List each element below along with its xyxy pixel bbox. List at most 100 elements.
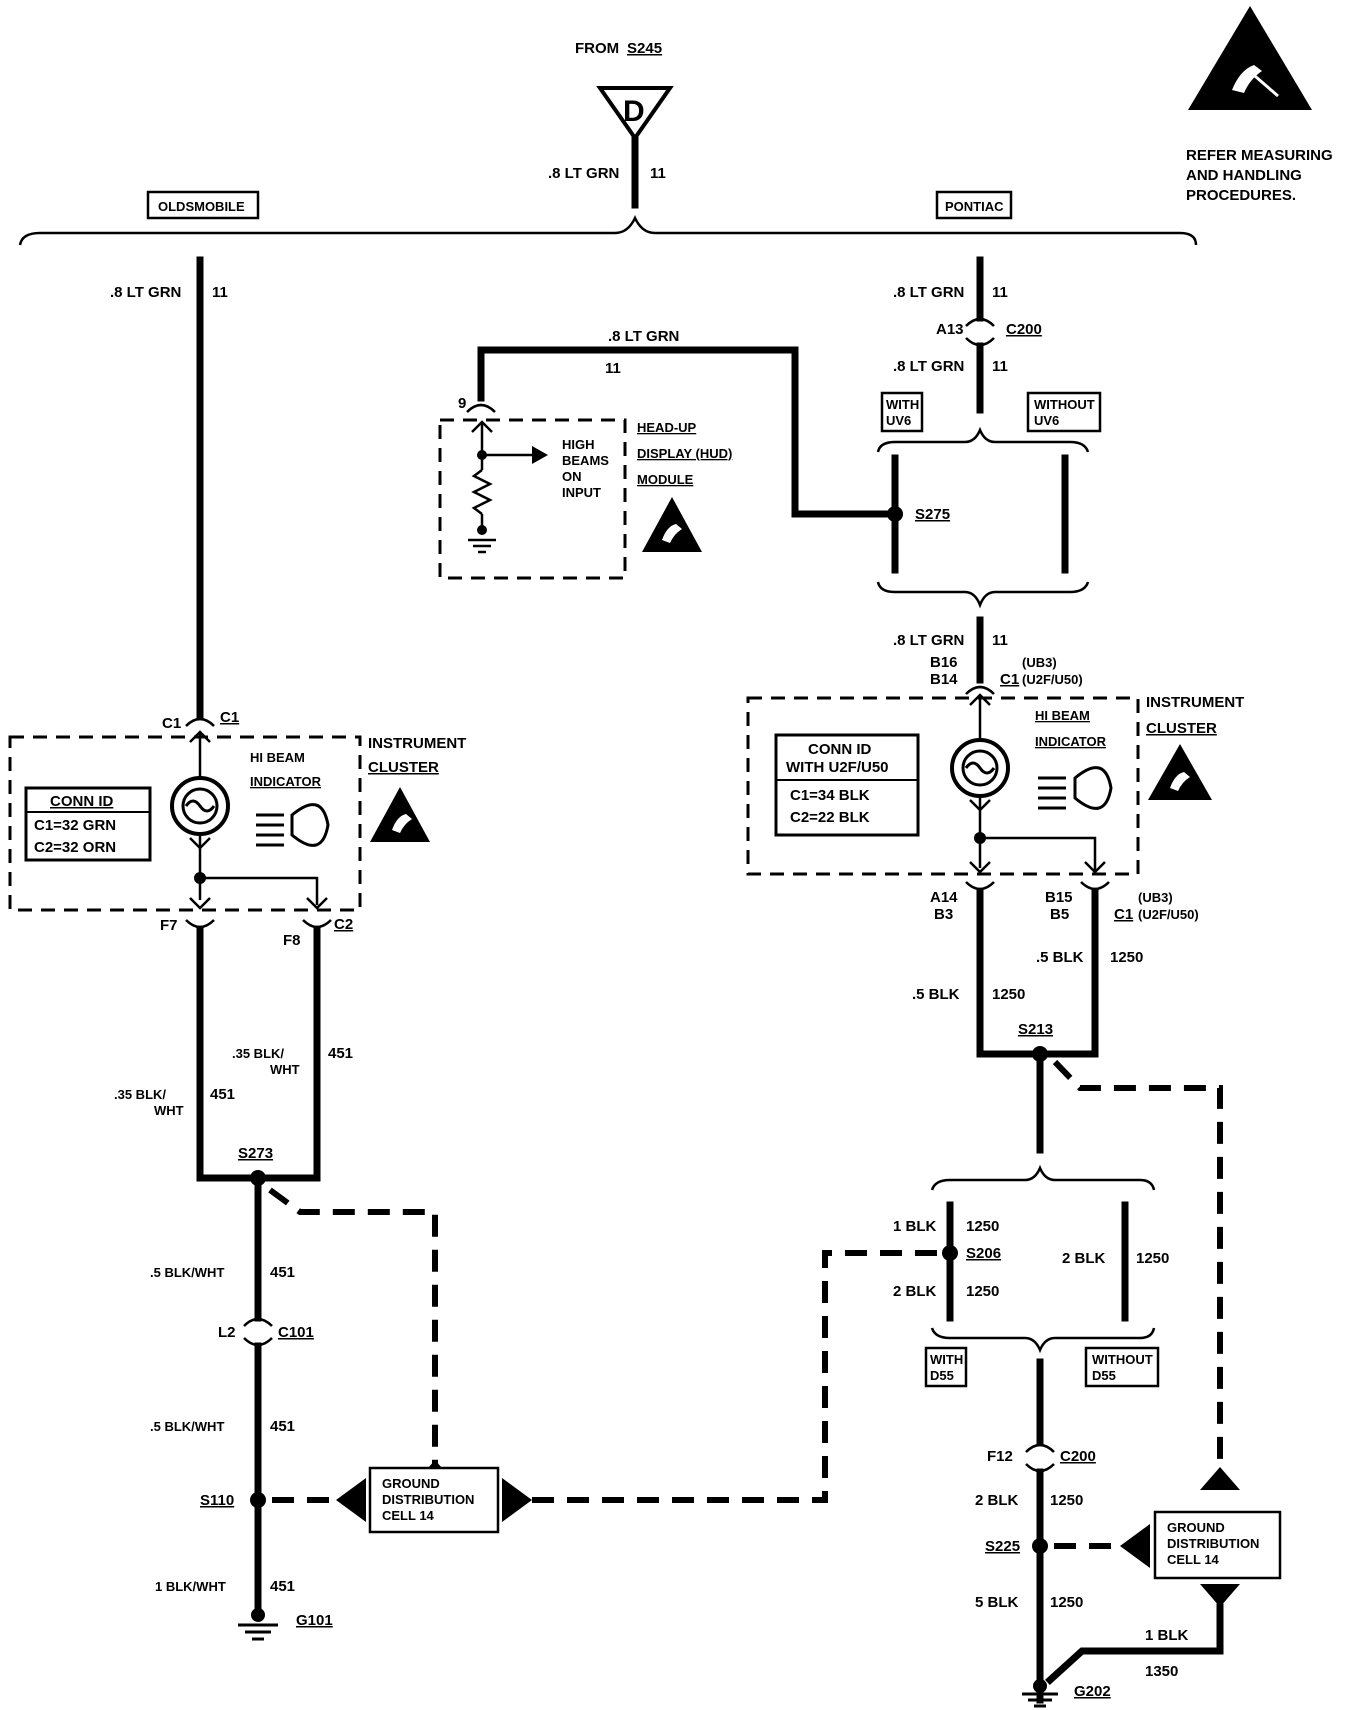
right-conn-out-opt1: (UB3) xyxy=(1138,890,1173,905)
right-cluster-label2: CLUSTER xyxy=(1146,720,1217,737)
opt-with-uv6-box xyxy=(880,391,924,433)
right-conn-in-opt2: (U2F/U50) xyxy=(1022,672,1083,687)
d55-option-brace-top xyxy=(930,1164,1156,1191)
splice-s275-dot xyxy=(887,506,903,522)
wire-top-gauge: .8 LT GRN xyxy=(548,165,619,182)
ground-dist-right-line3: CELL 14 xyxy=(1167,1552,1220,1567)
left-pin-f8-arrow xyxy=(306,897,328,910)
right-wire-c200-circuit: 1250 xyxy=(1050,1492,1083,1509)
left-wire-f8-circuit: 451 xyxy=(328,1045,353,1062)
right-wire-g202-gauge: 5 BLK xyxy=(975,1594,1019,1611)
right-conn-out-right-pin1: B15 xyxy=(1045,889,1073,906)
left-conn-c1-symbol xyxy=(185,717,215,727)
left-wire-f7-circuit: 451 xyxy=(210,1086,235,1103)
right-conn-out-right-pin2: B5 xyxy=(1050,906,1069,923)
right-wire-alt-gauge: 2 BLK xyxy=(1062,1250,1106,1267)
left-conn-c1-pin: C1 xyxy=(162,715,181,732)
right-conn-id-box xyxy=(774,733,920,837)
opt-without-uv6-line2: UV6 xyxy=(1034,413,1059,428)
right-wire-mid-circuit: 11 xyxy=(992,358,1008,375)
variant-right-label: PONTIAC xyxy=(945,199,1004,214)
hud-module-label2: DISPLAY (HUD) xyxy=(637,446,732,461)
right-conn-in-pin2: B14 xyxy=(930,671,958,688)
right-conn-id-title2: WITH U2F/U50 xyxy=(786,759,889,776)
left-wire-top-gauge: .8 LT GRN xyxy=(110,284,181,301)
right-wire-s206b-gauge: 2 BLK xyxy=(893,1283,937,1300)
left-wire-b-gauge: .5 BLK/WHT xyxy=(150,1419,224,1434)
variant-left-label: OLDSMOBILE xyxy=(158,199,245,214)
source-triangle xyxy=(596,86,674,142)
opt-with-uv6-line1: WITH xyxy=(886,397,919,412)
right-wire-alt-circuit: 1250 xyxy=(1136,1250,1169,1267)
ground-dist-right-line1: GROUND xyxy=(1167,1520,1225,1535)
right-conn-c200b-top xyxy=(1025,1443,1055,1453)
gd-right-arrow-top xyxy=(1200,1467,1240,1490)
right-pin-b15-arrow xyxy=(1084,861,1106,874)
left-dashed-ground-1 xyxy=(268,1187,438,1475)
ground-dist-right-box xyxy=(1153,1510,1282,1580)
left-conn-f7-symbol xyxy=(185,919,215,929)
right-conn-id-c2: C2=22 BLK xyxy=(790,809,870,826)
right-wire-b5-gauge: .5 BLK xyxy=(1036,949,1084,966)
hud-module-box xyxy=(438,418,627,580)
right-conn-c200-top xyxy=(965,317,995,327)
left-indicator-label2: INDICATOR xyxy=(250,774,322,789)
left-cluster-esd-icon xyxy=(370,787,430,842)
right-conn-f12-name: C200 xyxy=(1060,1448,1096,1465)
right-wire-mid-gauge: .8 LT GRN xyxy=(893,358,964,375)
left-wire-top-circuit: 11 xyxy=(212,284,228,301)
hud-input-label3: ON xyxy=(562,469,582,484)
ground-dist-left-line2: DISTRIBUTION xyxy=(382,1492,474,1507)
right-splice-s213-dot xyxy=(1032,1046,1048,1062)
right-conn-out-a14-symbol xyxy=(965,881,995,891)
hud-connector-symbol xyxy=(466,403,496,413)
hud-wire-circuit: 11 xyxy=(605,360,621,377)
hud-wire-gauge: .8 LT GRN xyxy=(608,328,679,345)
right-conn-in-pin1: B16 xyxy=(930,654,958,671)
left-conn-id-title: CONN ID xyxy=(50,793,114,810)
right-dashed-ground-1 xyxy=(1052,1059,1223,1475)
left-conn-c101-top xyxy=(243,1317,273,1327)
hud-signal-arrow-icon xyxy=(532,446,548,464)
variant-right-box xyxy=(935,190,1013,220)
left-hi-beam-lamp-icon xyxy=(170,776,230,836)
source-symbol: D xyxy=(623,95,645,128)
left-conn-c2: C2 xyxy=(334,916,353,933)
esd-note-line1: REFER MEASURING xyxy=(1186,147,1333,164)
right-wire-b5-circuit: 1250 xyxy=(1110,949,1143,966)
left-conn-f8-symbol xyxy=(302,919,332,929)
opt-without-d55-box xyxy=(1084,1346,1160,1388)
right-conn-out-opt2: (U2F/U50) xyxy=(1138,907,1199,922)
left-conn-id-c1: C1=32 GRN xyxy=(34,817,116,834)
right-conn-out-b15-symbol xyxy=(1080,881,1110,891)
hud-pin: 9 xyxy=(458,395,466,412)
ground-g101-icon xyxy=(238,1608,278,1641)
gd-left-arrow-right xyxy=(502,1478,532,1522)
ground-dist-right-line2: DISTRIBUTION xyxy=(1167,1536,1259,1551)
right-conn-a13-pin: A13 xyxy=(936,321,964,338)
left-wire-f7-gauge2: WHT xyxy=(154,1103,184,1118)
right-wire-b3-gauge: .5 BLK xyxy=(912,986,960,1003)
right-conn-out-left-pin1: A14 xyxy=(930,889,958,906)
right-indicator-label1: HI BEAM xyxy=(1035,708,1090,723)
opt-without-d55-line2: D55 xyxy=(1092,1368,1116,1383)
left-conn-id-box xyxy=(24,786,152,862)
right-hi-beam-lamp-icon xyxy=(950,738,1010,798)
hud-input-label1: HIGH xyxy=(562,437,595,452)
right-conn-out-name: C1 xyxy=(1114,906,1133,923)
hud-resistor-icon xyxy=(471,469,493,515)
left-right-dashed-link xyxy=(532,1250,940,1503)
opt-with-uv6-line2: UV6 xyxy=(886,413,911,428)
opt-with-d55-box xyxy=(924,1346,968,1388)
splice-s245-label: S245 xyxy=(627,40,662,57)
right-high-beam-symbol-icon xyxy=(1038,766,1113,810)
uv6-option-brace-top xyxy=(876,426,1090,453)
splice-s206: S206 xyxy=(966,1245,1001,1262)
left-pin-f7: F7 xyxy=(160,917,178,934)
ground-dist-left-line1: GROUND xyxy=(382,1476,440,1491)
hud-input-label4: INPUT xyxy=(562,485,601,500)
right-conn-in-symbol xyxy=(965,685,995,695)
right-conn-id-c1: C1=34 BLK xyxy=(790,787,870,804)
ground-dist-left-line3: CELL 14 xyxy=(382,1508,435,1523)
right-pin-a14-arrow xyxy=(969,861,991,874)
